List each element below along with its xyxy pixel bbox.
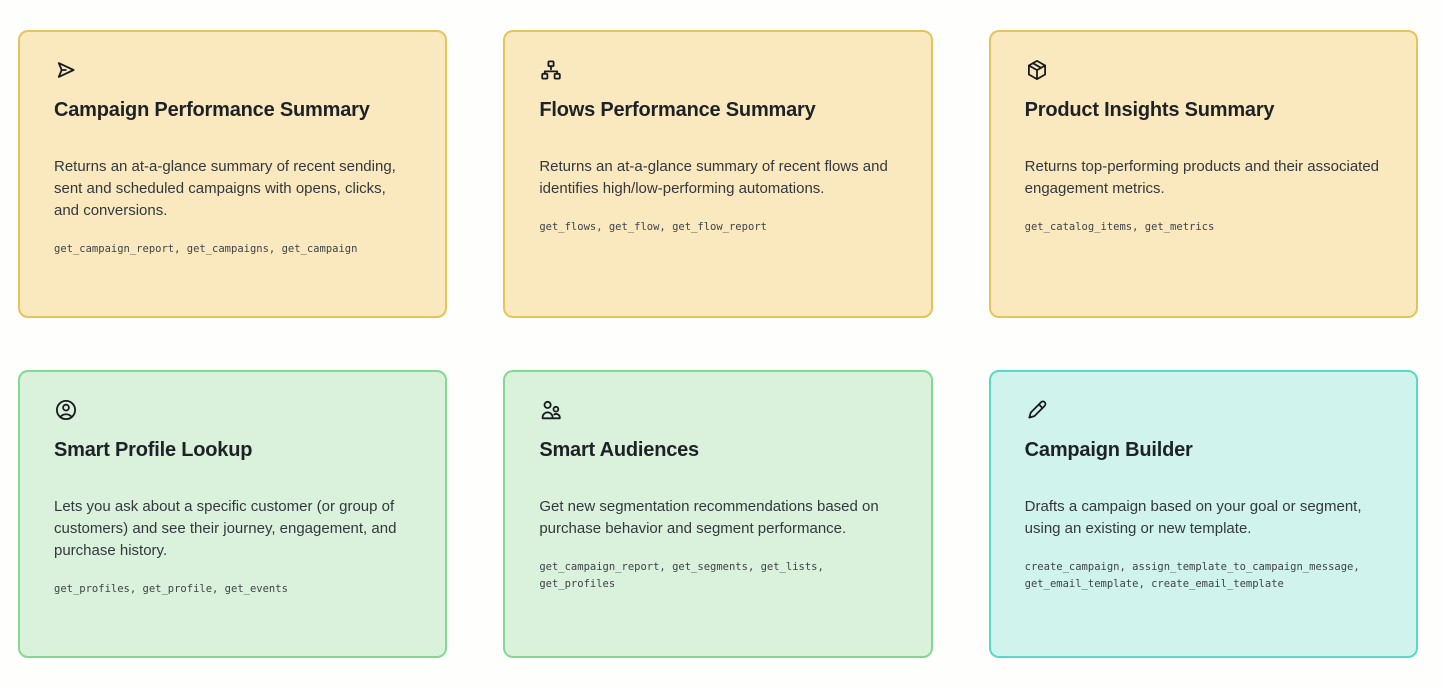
card-description: Lets you ask about a specific customer (… <box>54 498 397 559</box>
card-tools-list: get_campaign_report, get_campaigns, get_… <box>54 243 358 255</box>
card-campaign-performance-summary: Campaign Performance Summary Returns an … <box>18 30 448 318</box>
users-icon <box>539 398 563 422</box>
card-tools-list: get_flows, get_flow, get_flow_report <box>539 221 767 233</box>
card-smart-audiences: Smart Audiences Get new segmentation rec… <box>503 370 933 658</box>
pencil-icon <box>1025 398 1049 422</box>
card-title: Flows Performance Summary <box>539 99 816 121</box>
card-product-insights-summary: Product Insights Summary Returns top-per… <box>988 30 1418 318</box>
flow-sitemap-icon <box>539 58 563 82</box>
card-description: Returns top-performing products and thei… <box>1024 158 1380 197</box>
card-description: Drafts a campaign based on your goal or … <box>1024 498 1362 537</box>
card-title: Campaign Builder <box>1024 439 1193 461</box>
card-title: Campaign Performance Summary <box>54 99 370 121</box>
card-flows-performance-summary: Flows Performance Summary Returns an at-… <box>503 30 933 318</box>
card-smart-profile-lookup: Smart Profile Lookup Lets you ask about … <box>18 370 448 658</box>
card-description: Returns an at-a-glance summary of recent… <box>539 158 888 197</box>
card-title: Smart Audiences <box>539 439 699 461</box>
user-circle-icon <box>54 398 78 422</box>
card-description: Get new segmentation recommendations bas… <box>539 498 879 537</box>
card-description: Returns an at-a-glance summary of recent… <box>54 158 396 219</box>
card-tools-list: create_campaign, assign_template_to_camp… <box>1024 561 1360 590</box>
card-tools-list: get_campaign_report, get_segments, get_l… <box>539 561 824 590</box>
card-tools-list: get_profiles, get_profile, get_events <box>54 583 288 595</box>
send-icon <box>54 58 78 82</box>
card-tools-list: get_catalog_items, get_metrics <box>1024 221 1215 233</box>
card-title: Product Insights Summary <box>1024 99 1275 121</box>
card-title: Smart Profile Lookup <box>54 439 253 461</box>
card-campaign-builder: Campaign Builder Drafts a campaign based… <box>988 370 1418 658</box>
package-icon <box>1025 58 1049 82</box>
